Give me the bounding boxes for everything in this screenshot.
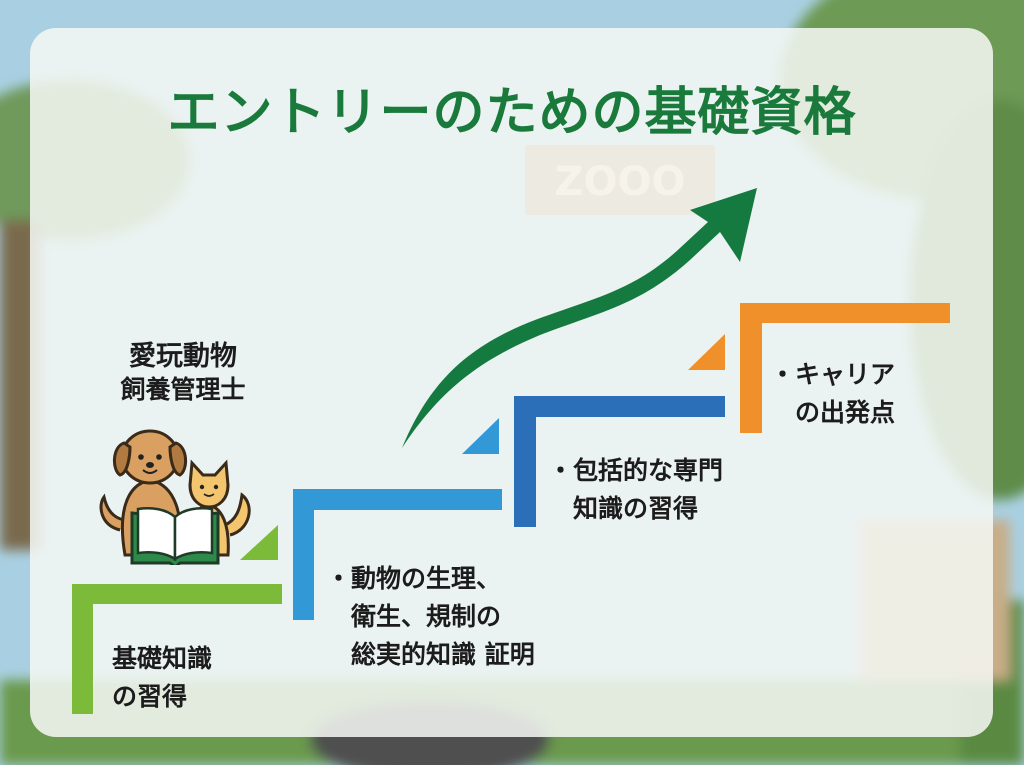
step-4-text: ・キャリア の出発点: [770, 360, 896, 427]
step-2-bracket: [293, 418, 502, 620]
step-1-bracket: [72, 525, 282, 714]
step-3-bracket: [514, 396, 725, 527]
step-1-text: 基礎知識 の習得: [112, 644, 213, 711]
certificate-line2: 飼養管理士: [120, 374, 246, 404]
svg-text:ZOOO: ZOOO: [554, 159, 685, 205]
step-4-bracket: [688, 303, 950, 433]
content-card: [30, 28, 993, 737]
certificate-label: 愛玩動物 飼養管理士: [88, 340, 278, 405]
step-3-text: ・包括的な専門 知識の習得: [548, 456, 724, 523]
certificate-line1: 愛玩動物: [129, 341, 237, 372]
step-2-text: ・動物の生理、 衛生、規制の 総実的知識 証明: [326, 564, 535, 669]
dog-cat-reading-book-icon: [99, 429, 251, 565]
page-title: エントリーのための基礎資格: [167, 83, 857, 143]
zoo-sign: ZOOO: [525, 145, 715, 215]
